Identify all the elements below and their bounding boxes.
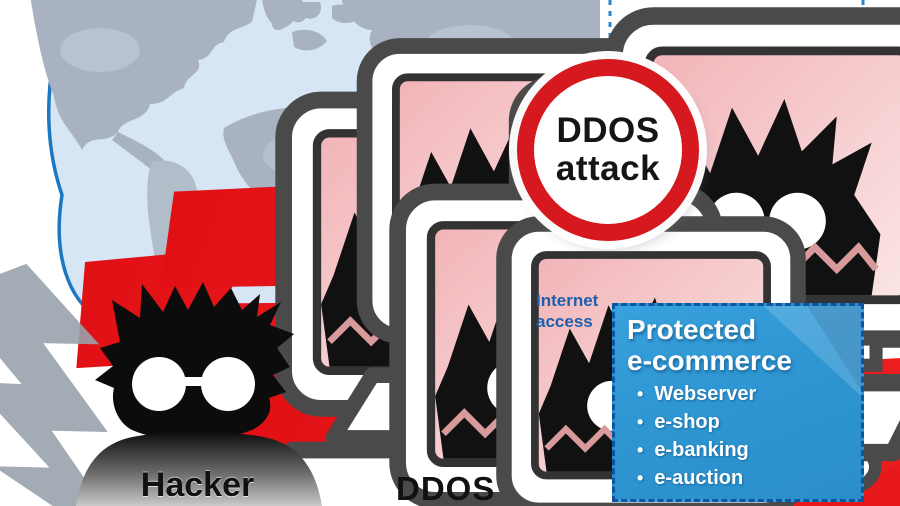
list-item: •e-auction — [637, 467, 744, 489]
list-item: •e-banking — [637, 439, 749, 461]
protected-ecommerce-panel: Protected e-commerce •Webserver •e-shop … — [612, 303, 864, 502]
internet-access-label: Internet access — [536, 291, 599, 331]
sign-line-2: attack — [555, 149, 661, 188]
hacker-glasses-icon — [132, 357, 255, 411]
list-item: •e-shop — [637, 411, 720, 433]
ddos-attack-sign: DDOS attack — [517, 59, 699, 241]
panel-item-list: •Webserver •e-shop •e-banking •e-auction… — [615, 380, 861, 499]
list-item: •Webserver — [637, 383, 757, 405]
panel-title: Protected e-commerce — [627, 314, 792, 376]
hacker-figure — [76, 282, 322, 506]
ddos-bolt-label: DDOS — [396, 470, 496, 506]
list-item: •... — [637, 492, 861, 499]
hacker-shoulders — [76, 432, 322, 506]
sign-line-1: DDOS — [556, 111, 660, 150]
hacker-label: Hacker — [140, 466, 255, 504]
